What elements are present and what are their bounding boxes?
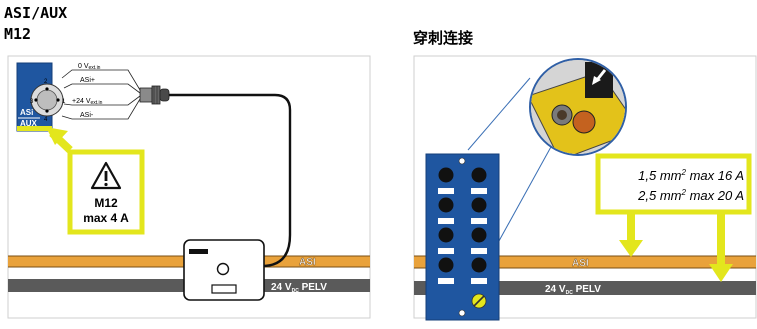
pin-4-label: 4 bbox=[44, 117, 48, 123]
cable-spec-box bbox=[595, 153, 752, 215]
wire-label-asi-plus: ASi+ bbox=[80, 77, 95, 84]
pelv-bus-label-right: 24 VDC PELV bbox=[545, 284, 601, 296]
io-module bbox=[425, 153, 500, 321]
m12-plug bbox=[139, 85, 170, 105]
asi-bus-label-right: ASI bbox=[572, 258, 589, 269]
port-label-aux: AUX bbox=[20, 119, 38, 128]
wire-label-24v: +24 Vext.in bbox=[72, 98, 103, 106]
m12-cable bbox=[169, 93, 292, 268]
wire-label-0v: 0 Vext.in bbox=[78, 63, 101, 71]
tap-connector-box bbox=[183, 239, 265, 301]
left-panel: ASi AUX 2 1 4 3 0 Vext.in ASi+ +24 Vext.… bbox=[7, 55, 371, 319]
pin-3-label: 3 bbox=[30, 99, 34, 105]
spec-line-2: 2,5 mm2 max 20 A bbox=[637, 188, 744, 203]
asi-bus-label-left: ASI bbox=[299, 257, 316, 268]
piercing-zoom-view bbox=[529, 58, 627, 156]
title-piercing-connection: 穿刺连接 bbox=[413, 29, 474, 47]
highlight-arrow-right-2 bbox=[709, 214, 733, 282]
right-panel: ASI 24 VDC PELV 1,5 mm2 max 16 A 2,5 mm2… bbox=[413, 55, 757, 321]
pelv-bus-label-left: 24 VDC PELV bbox=[271, 282, 327, 294]
title-asi-aux: ASI/AUX bbox=[4, 4, 68, 22]
warning-line-max: max 4 A bbox=[83, 211, 129, 225]
title-m12: M12 bbox=[4, 25, 32, 43]
highlight-arrow-right-1 bbox=[619, 214, 643, 257]
warning-triangle-icon bbox=[90, 161, 122, 190]
port-label-asi: ASi bbox=[20, 108, 33, 117]
press-arrow-icon bbox=[592, 69, 607, 85]
pin-1-label: 1 bbox=[62, 99, 66, 105]
wire-fan bbox=[61, 69, 141, 120]
spec-line-1: 1,5 mm2 max 16 A bbox=[638, 168, 744, 183]
pin-2-label: 2 bbox=[44, 79, 48, 85]
wire-label-asi-minus: ASi- bbox=[80, 112, 94, 119]
warning-line-m12: M12 bbox=[94, 196, 118, 210]
highlight-arrow-left bbox=[46, 127, 73, 153]
